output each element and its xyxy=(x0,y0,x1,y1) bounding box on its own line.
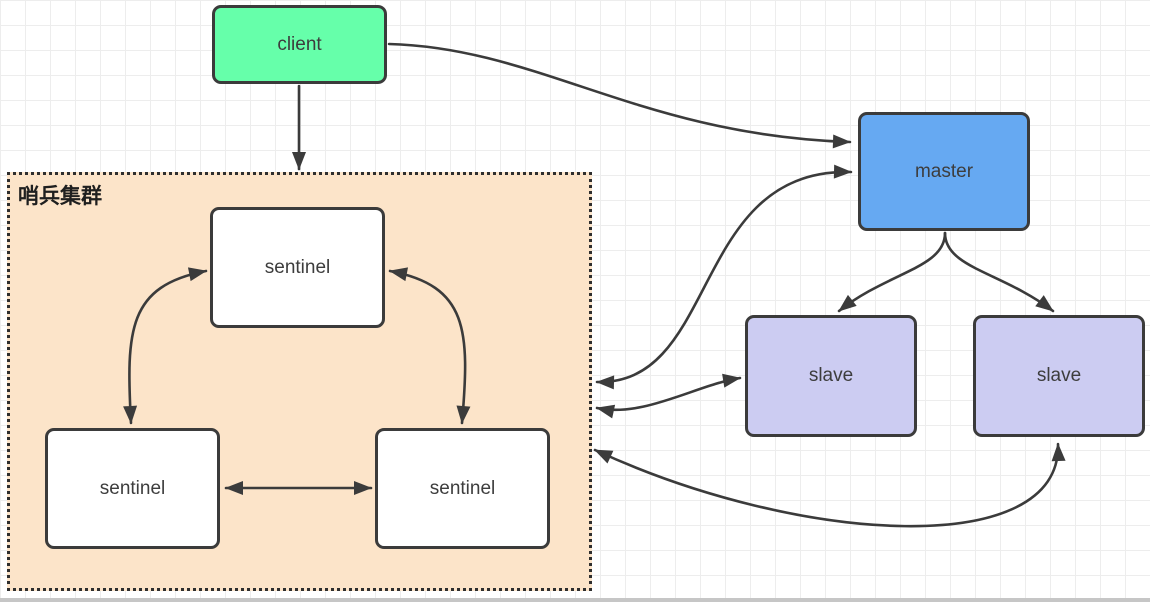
sentinel-left-label: sentinel xyxy=(99,477,166,499)
cluster-label: 哨兵集群 xyxy=(18,185,102,208)
sentinel-top-node: sentinel xyxy=(210,207,385,328)
edge-cluster-slave-left xyxy=(595,373,742,419)
edge-client-master xyxy=(387,42,852,149)
slave-right-node: slave xyxy=(973,315,1145,437)
slave-right-label: slave xyxy=(1036,365,1082,386)
edge-cluster-master xyxy=(595,164,853,390)
client-label: client xyxy=(277,33,322,55)
master-label: master xyxy=(914,160,974,182)
master-node: master xyxy=(858,112,1030,231)
edge-cluster-slave-right xyxy=(593,442,1066,528)
sentinel-right-node: sentinel xyxy=(375,428,550,549)
edge-master-slave-right xyxy=(943,231,1055,313)
edge-sentinel-top-left xyxy=(123,267,208,425)
edge-master-slave-left xyxy=(837,231,947,313)
sentinel-top-label: sentinel xyxy=(264,256,331,278)
sentinel-left-node: sentinel xyxy=(45,428,220,549)
slave-left-label: slave xyxy=(808,365,854,386)
edge-sentinel-top-right xyxy=(388,267,471,425)
sentinel-right-label: sentinel xyxy=(429,477,496,499)
slave-left-node: slave xyxy=(745,315,917,437)
canvas-bottom-edge xyxy=(0,598,1150,602)
client-node: client xyxy=(212,5,387,84)
